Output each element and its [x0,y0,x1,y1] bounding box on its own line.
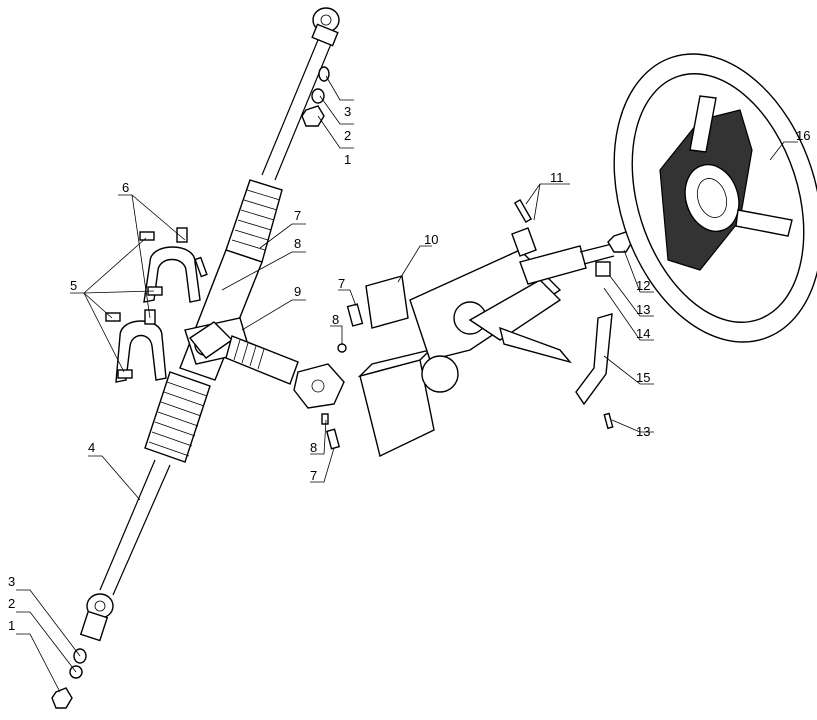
intermediate-shaft [188,321,345,409]
steering-wheel [613,53,817,343]
label-2-lower: 2 [8,596,15,611]
label-3-lower: 3 [8,574,15,589]
part-labels: 3 2 1 6 5 7 8 9 4 3 2 1 7 8 8 7 10 11 12… [8,104,810,633]
label-14: 14 [636,326,650,341]
label-7-lower: 7 [310,468,317,483]
shaft-bolts [194,256,364,450]
label-16: 16 [796,128,810,143]
steering-column [357,227,615,458]
label-7-rack: 7 [294,208,301,223]
label-1-lower: 1 [8,618,15,633]
lower-tie-rod-fasteners [51,648,87,709]
column-bolts [513,199,533,223]
label-13-upper: 13 [636,302,650,317]
label-9: 9 [294,284,301,299]
label-6: 6 [122,180,129,195]
label-4: 4 [88,440,95,455]
label-1-upper: 1 [344,152,351,167]
lower-bellows [144,371,211,463]
column-bracket [575,313,614,430]
label-2-upper: 2 [344,128,351,143]
upper-tie-rod-fasteners [301,66,330,127]
label-15: 15 [636,370,650,385]
label-3-upper: 3 [344,104,351,119]
label-10: 10 [424,232,438,247]
label-12: 12 [636,278,650,293]
steering-wheel-nut [595,231,633,277]
label-13-lower: 13 [636,424,650,439]
label-5: 5 [70,278,77,293]
label-8-shaft: 8 [332,312,339,327]
label-7-shaft: 7 [338,276,345,291]
leader-lines [16,75,798,693]
label-11: 11 [550,170,564,185]
label-8-rack: 8 [294,236,301,251]
upper-bellows [225,179,283,263]
label-8-lower: 8 [310,440,317,455]
